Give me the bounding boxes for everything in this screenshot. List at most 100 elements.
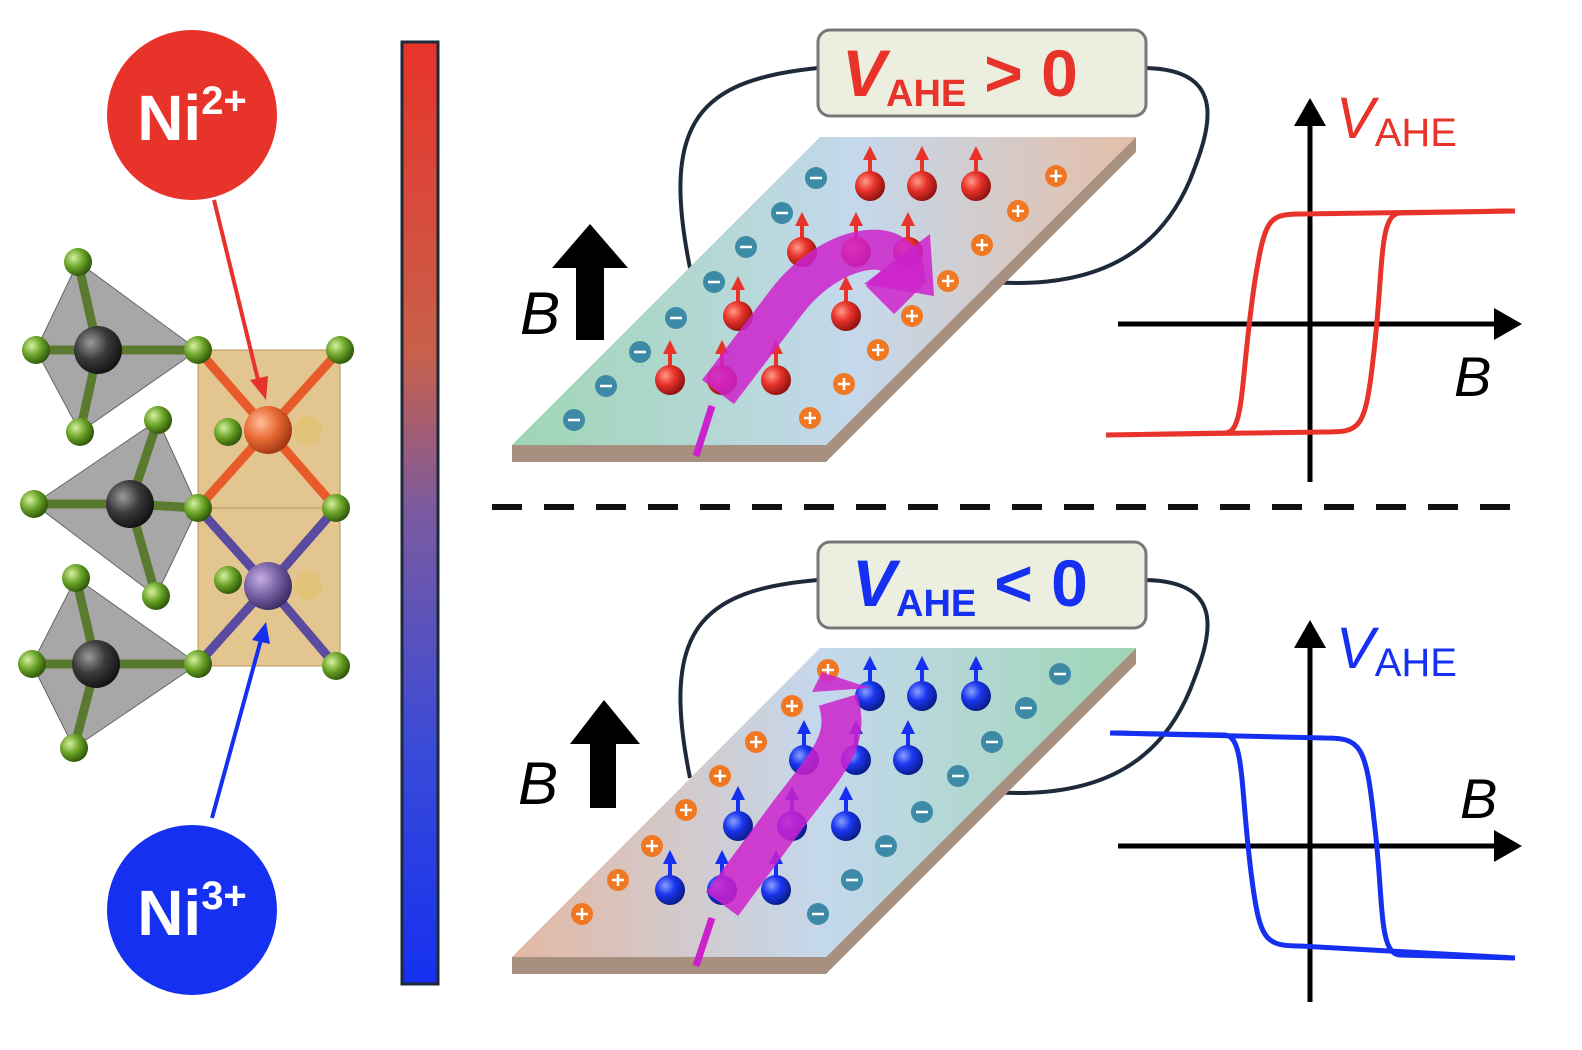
spin-up-icon <box>831 276 861 331</box>
minus-icon <box>807 903 829 925</box>
minus-icon <box>947 765 969 787</box>
plus-icon <box>1007 200 1029 222</box>
spin-up-icon <box>907 146 937 201</box>
plus-icon <box>901 305 923 327</box>
ni2-pointer-line <box>212 199 262 389</box>
v-symbol: V <box>852 546 901 620</box>
plus-icon <box>607 869 629 891</box>
hysteresis-plot-top: VAHE B <box>1105 86 1522 482</box>
back-atom <box>294 572 322 600</box>
spin-up-icon <box>761 340 791 395</box>
svg-text:VAHE< 0: VAHE < 0 <box>852 546 1088 625</box>
svg-text:VAHE: VAHE <box>1336 86 1457 155</box>
field-up-arrow-icon <box>570 700 640 808</box>
v-subscript: AHE <box>896 583 976 625</box>
tetra-cation-atom <box>72 640 120 688</box>
plus-icon <box>745 731 767 753</box>
ni3-atom <box>244 562 292 610</box>
plus-icon <box>937 270 959 292</box>
ni3-pointer-arrowhead <box>252 622 270 644</box>
hysteresis-plot-bottom: VAHE B <box>1109 616 1522 1002</box>
anion-atoms <box>18 248 354 762</box>
plus-icon <box>675 799 697 821</box>
tetra-cation-atom <box>74 326 122 374</box>
ni3-pointer-line <box>210 635 264 819</box>
axis-y-sub: AHE <box>1375 111 1457 155</box>
ni3-badge: Ni3+ <box>107 825 277 995</box>
field-label: B <box>518 750 558 817</box>
minus-icon <box>981 731 1003 753</box>
tetra-cation-atom <box>106 480 154 528</box>
axis-y-sub: AHE <box>1375 641 1457 685</box>
axis-y-v: V <box>1336 86 1380 151</box>
wire-right <box>989 578 1210 795</box>
current-stub <box>692 404 716 458</box>
plus-icon <box>641 835 663 857</box>
wire-left <box>678 578 819 779</box>
minus-icon <box>841 869 863 891</box>
spin-up-icon <box>723 786 753 841</box>
svg-text:Ni3+: Ni3+ <box>137 874 247 949</box>
plus-icon <box>781 695 803 717</box>
ni2-symbol: Ni <box>137 82 201 154</box>
ni2-pointer-arrowhead <box>250 376 268 400</box>
plus-icon <box>571 903 593 925</box>
plus-icon <box>867 339 889 361</box>
axis-y-v: V <box>1336 616 1380 681</box>
ni2-atom <box>244 406 292 454</box>
wire-left <box>678 66 819 269</box>
wire-right <box>989 66 1210 285</box>
current-arrowhead <box>812 672 870 692</box>
plus-icon <box>799 407 821 429</box>
v-subscript: AHE <box>886 73 966 115</box>
voltage-label-box <box>816 28 1148 118</box>
crystal-structure <box>18 248 354 762</box>
spin-up-icon <box>961 656 991 711</box>
ni2-charge: 2+ <box>201 79 247 123</box>
top-panel: I B VAHE> 0 VAHE B <box>512 28 1522 482</box>
field-label: B <box>520 280 560 347</box>
v-relation: > 0 <box>984 36 1078 110</box>
plus-icon <box>1045 165 1067 187</box>
minus-icon <box>563 409 585 431</box>
spin-up-icon <box>893 720 923 775</box>
current-arrowhead <box>864 234 934 296</box>
spin-up-icon <box>855 146 885 201</box>
ni3-symbol: Ni <box>137 877 201 949</box>
back-atom <box>294 416 322 444</box>
plus-icon <box>833 373 855 395</box>
field-up-arrow-icon <box>552 224 628 340</box>
spin-up-icon <box>655 340 685 395</box>
ni3-charge: 3+ <box>201 874 247 918</box>
ni2-badge: Ni2+ <box>107 30 277 200</box>
spin-up-icon <box>961 146 991 201</box>
minus-icon <box>703 271 725 293</box>
spin-up-icon <box>831 786 861 841</box>
axis-x-label: B <box>1460 767 1497 830</box>
minus-icon <box>1049 663 1071 685</box>
plus-icon <box>709 765 731 787</box>
minus-icon <box>771 202 793 224</box>
svg-text:VAHE> 0: VAHE > 0 <box>842 36 1078 115</box>
current-stub <box>692 916 716 968</box>
minus-icon <box>875 835 897 857</box>
plus-icon <box>971 234 993 256</box>
svg-text:VAHE: VAHE <box>1336 616 1457 685</box>
minus-icon <box>805 167 827 189</box>
minus-icon <box>595 375 617 397</box>
hysteresis-loop <box>1109 730 1516 961</box>
v-symbol: V <box>842 36 891 110</box>
minus-icon <box>629 341 651 363</box>
axis-x-label: B <box>1454 345 1491 408</box>
v-relation: < 0 <box>994 546 1088 620</box>
current-arrow <box>705 694 862 916</box>
voltage-label-box <box>816 540 1148 630</box>
minus-icon <box>911 801 933 823</box>
valence-gradient-bar <box>400 40 440 986</box>
bottom-panel: I B VAHE< 0 VAHE B <box>512 540 1522 1002</box>
spin-up-icon <box>907 656 937 711</box>
svg-text:Ni2+: Ni2+ <box>137 79 247 154</box>
minus-icon <box>735 236 757 258</box>
spin-up-icon <box>655 850 685 905</box>
